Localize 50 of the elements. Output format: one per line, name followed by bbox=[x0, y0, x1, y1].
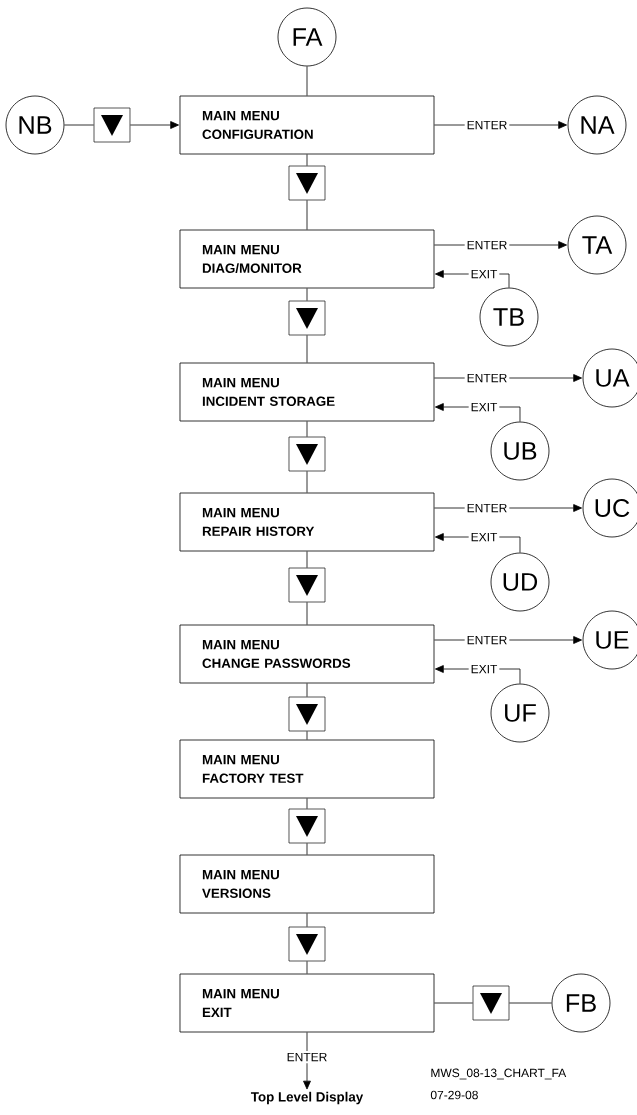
connector-line bbox=[306, 334, 308, 363]
key-box bbox=[93, 107, 131, 143]
menu-box: MAIN MENU EXIT bbox=[179, 973, 435, 1033]
menu-box: MAIN MENU VERSIONS bbox=[179, 854, 435, 914]
key-box bbox=[288, 567, 326, 603]
key-box bbox=[288, 300, 326, 336]
edge-label: EXIT bbox=[468, 662, 500, 676]
menu-box: MAIN MENU DIAG/MONITOR bbox=[179, 229, 435, 289]
connector-line bbox=[306, 730, 308, 740]
connector-line bbox=[303, 1032, 311, 1090]
menu-box: MAIN MENU CONFIGURATION bbox=[179, 95, 435, 155]
menu-box: MAIN MENU REPAIR HISTORY bbox=[179, 492, 435, 552]
edge-label: EXIT bbox=[468, 400, 500, 414]
menu-box: MAIN MENU INCIDENT STORAGE bbox=[179, 362, 435, 422]
key-box bbox=[288, 165, 326, 201]
connector-line bbox=[306, 601, 308, 625]
menu-box: MAIN MENU FACTORY TEST bbox=[179, 739, 435, 799]
drawing-note: 07-29-08 bbox=[430, 1090, 478, 1100]
connector-line bbox=[306, 421, 308, 438]
destination-text: Top Level Display bbox=[250, 1091, 364, 1105]
connector-line bbox=[306, 913, 308, 928]
key-box bbox=[472, 985, 510, 1021]
edge-label: ENTER bbox=[464, 371, 510, 385]
connector-line bbox=[306, 288, 308, 302]
connector-line bbox=[64, 124, 95, 126]
drawing-note: MWS_08-13_CHART_FA bbox=[431, 1068, 567, 1080]
edge-label: ENTER bbox=[464, 633, 510, 647]
connector-line bbox=[306, 154, 308, 167]
key-box bbox=[288, 436, 326, 472]
key-box bbox=[288, 808, 326, 844]
connector-line bbox=[306, 470, 308, 493]
edge-label: ENTER bbox=[464, 238, 510, 252]
connector-line bbox=[306, 66, 308, 96]
connector-line bbox=[508, 1002, 552, 1004]
edge-label: EXIT bbox=[468, 530, 500, 544]
key-box bbox=[288, 696, 326, 732]
connector-line bbox=[434, 1002, 474, 1004]
edge-label: ENTER bbox=[284, 1050, 330, 1064]
edge-label: EXIT bbox=[468, 267, 500, 281]
connector-line bbox=[306, 551, 308, 569]
edge-label: ENTER bbox=[464, 501, 510, 515]
connector-line bbox=[306, 798, 308, 810]
edge-label: ENTER bbox=[464, 118, 510, 132]
connector-line bbox=[306, 842, 308, 855]
key-box bbox=[288, 926, 326, 962]
connector-line bbox=[306, 683, 308, 698]
connector-line bbox=[129, 121, 179, 129]
menu-box: MAIN MENU CHANGE PASSWORDS bbox=[179, 624, 435, 684]
connector-line bbox=[306, 199, 308, 230]
connector-line bbox=[306, 960, 308, 974]
